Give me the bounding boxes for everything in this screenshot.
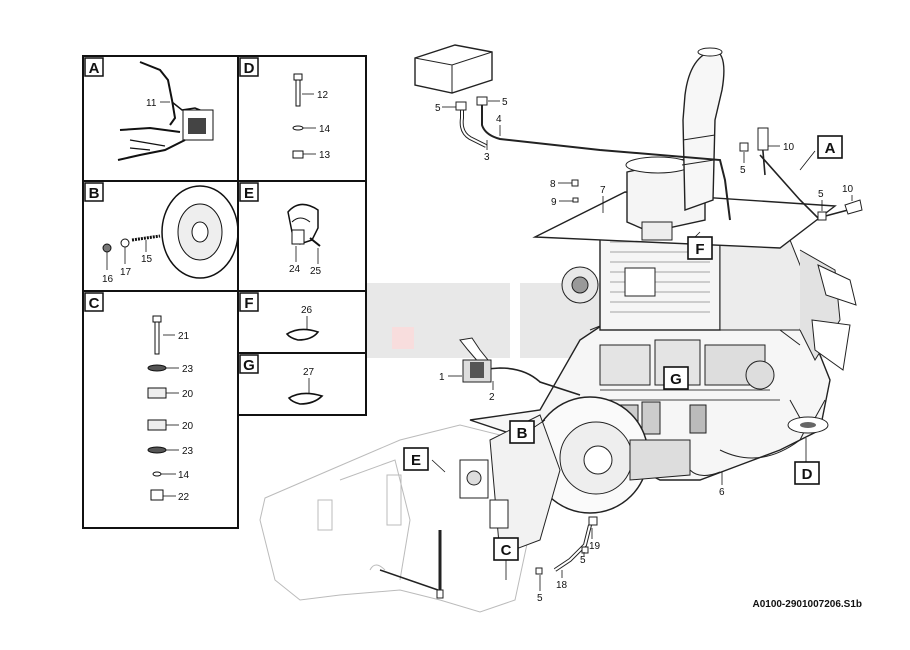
callout-e: E [411,452,421,469]
part-3: 3 [484,152,490,163]
part-18: 18 [556,580,568,591]
panel-e-part-25: 25 [310,266,322,277]
panel-g-letter: G [243,357,255,374]
part-1: 1 [439,372,445,383]
callout-d: D [802,466,813,483]
panel-c-part-14: 14 [178,470,190,481]
part-19: 19 [589,541,601,552]
part-10-top: 10 [783,142,795,153]
panel-c-part-20a: 20 [182,389,194,400]
part-5-right-battery: 5 [502,97,508,108]
detail-panel-d: D 12 14 13 [237,55,367,182]
panel-f-letter: F [244,295,253,312]
part-4: 4 [496,114,502,125]
part-8: 8 [550,179,556,190]
panel-a-letter: A [89,60,100,77]
hoses-and-lines [379,103,849,591]
panel-d-part-14: 14 [319,124,331,135]
fan-blades [811,264,857,371]
part-7: 7 [600,185,606,196]
panel-b-letter: B [89,185,100,202]
panel-e-part-24: 24 [289,264,301,275]
part-2: 2 [489,392,495,403]
panel-c-part-23b: 23 [182,446,194,457]
detail-panel-b: B 16 17 15 [82,180,239,292]
panel-f-part-26: 26 [301,305,313,316]
drawing-code: A0100-2901007206.S1b [752,599,862,610]
main-callouts: A F G B E D C [403,135,843,561]
panel-a-part-11: 11 [146,98,157,109]
panel-g-part-27: 27 [303,367,315,378]
engine-mount [787,399,829,434]
exhaust-pipe [681,47,725,211]
panel-c-letter: C [89,295,100,312]
panel-b-part-15: 15 [141,254,153,265]
part-5-left-battery: 5 [435,103,441,114]
panel-c-part-23a: 23 [182,364,194,375]
callout-a: A [825,140,836,157]
main-part-numbers: 5 5 4 3 10 5 5 10 8 9 7 1 2 6 19 5 18 5 [435,97,854,604]
callout-c: C [501,542,512,559]
panel-c-part-20b: 20 [182,421,194,432]
part-9: 9 [551,197,557,208]
panel-d-part-12: 12 [317,90,329,101]
panel-b-part-16: 16 [102,274,114,285]
part-6: 6 [719,487,725,498]
panel-b-part-17: 17 [120,267,132,278]
detail-panel-f: F 26 [237,290,367,354]
callout-f: F [695,241,704,258]
part-5-lower-left: 5 [537,593,543,604]
detail-panel-a: A 11 [82,55,239,182]
leader-lines [431,100,853,591]
battery-box [414,44,493,94]
detail-panel-e: E 24 25 [237,180,367,292]
part-10-right: 10 [842,184,854,195]
panel-d-letter: D [244,60,255,77]
part-5-right: 5 [818,189,824,200]
part-5-lower-right: 5 [580,555,586,566]
flywheel-housing [459,396,691,556]
part-5-near-10: 5 [740,165,746,176]
detail-panel-g: G 27 [237,352,367,416]
panel-c-part-21: 21 [178,331,190,342]
panel-c-part-22: 22 [178,492,190,503]
transmission-housing [259,424,541,613]
callout-b: B [517,425,528,442]
brake-lever [459,337,492,383]
fittings [436,96,863,599]
panel-e-letter: E [244,185,254,202]
detail-panel-c: C 21 23 20 20 23 14 22 [82,290,239,529]
callout-g: G [670,371,682,388]
panel-d-part-13: 13 [319,150,331,161]
